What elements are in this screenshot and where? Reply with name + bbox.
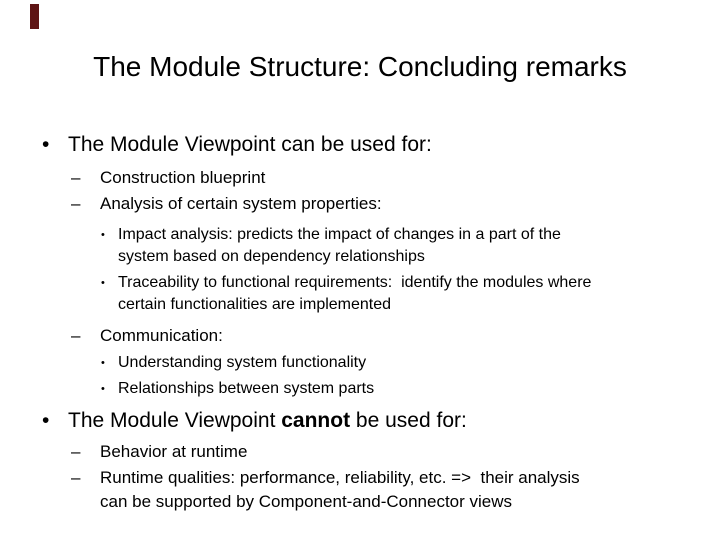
slide-body: • The Module Viewpoint can be used for: … bbox=[0, 132, 720, 514]
bullet-item: • Impact analysis: predicts the impact o… bbox=[0, 224, 720, 268]
bullet-text: Understanding system functionality bbox=[118, 354, 367, 371]
bullet-item: • The Module Viewpoint cannot be used fo… bbox=[0, 408, 720, 434]
bullet-item: • The Module Viewpoint can be used for: bbox=[0, 132, 720, 158]
bullet-item: • Relationships between system parts bbox=[0, 378, 720, 400]
bullet-item: – Construction blueprint bbox=[0, 166, 720, 190]
bullet-text: The Module Viewpoint can be used for: bbox=[68, 133, 432, 156]
bullet-text-bold: cannot bbox=[281, 409, 351, 432]
bullet-text-suffix: be used for: bbox=[350, 409, 467, 432]
bullet-item: • Understanding system functionality bbox=[0, 352, 720, 374]
dash-marker: – bbox=[71, 168, 81, 187]
bullet-text-prefix: The Module Viewpoint bbox=[68, 409, 282, 432]
bullet-marker: • bbox=[42, 133, 50, 156]
bullet-text: Construction blueprint bbox=[100, 168, 266, 187]
bullet-text: Behavior at runtime bbox=[100, 442, 248, 461]
dash-marker: – bbox=[71, 194, 81, 213]
bullet-item: – Communication: bbox=[0, 324, 720, 348]
bullet-item: • Traceability to functional requirement… bbox=[0, 272, 720, 316]
dash-marker: – bbox=[71, 442, 81, 461]
bullet-text: Relationships between system parts bbox=[118, 380, 375, 397]
bullet-item: – Analysis of certain system properties: bbox=[0, 192, 720, 216]
bullet-item: – Runtime qualities: performance, reliab… bbox=[0, 466, 720, 514]
bullet-marker: • bbox=[101, 229, 105, 241]
dash-marker: – bbox=[71, 326, 81, 345]
slide-title: The Module Structure: Concluding remarks bbox=[93, 51, 627, 82]
corner-decoration-bar bbox=[30, 4, 39, 29]
bullet-text: The Module Viewpoint cannot be used for: bbox=[68, 408, 467, 434]
bullet-text: Communication: bbox=[100, 326, 223, 345]
bullet-marker: • bbox=[101, 277, 105, 289]
bullet-marker: • bbox=[42, 409, 50, 432]
bullet-marker: • bbox=[101, 383, 105, 395]
bullet-text: Traceability to functional requirements:… bbox=[118, 274, 592, 313]
bullet-text: Analysis of certain system properties: bbox=[100, 194, 382, 213]
bullet-item: – Behavior at runtime bbox=[0, 440, 720, 464]
bullet-marker: • bbox=[101, 357, 105, 369]
bullet-text: Impact analysis: predicts the impact of … bbox=[118, 226, 561, 265]
bullet-text: Runtime qualities: performance, reliabil… bbox=[100, 468, 580, 511]
dash-marker: – bbox=[71, 468, 81, 487]
